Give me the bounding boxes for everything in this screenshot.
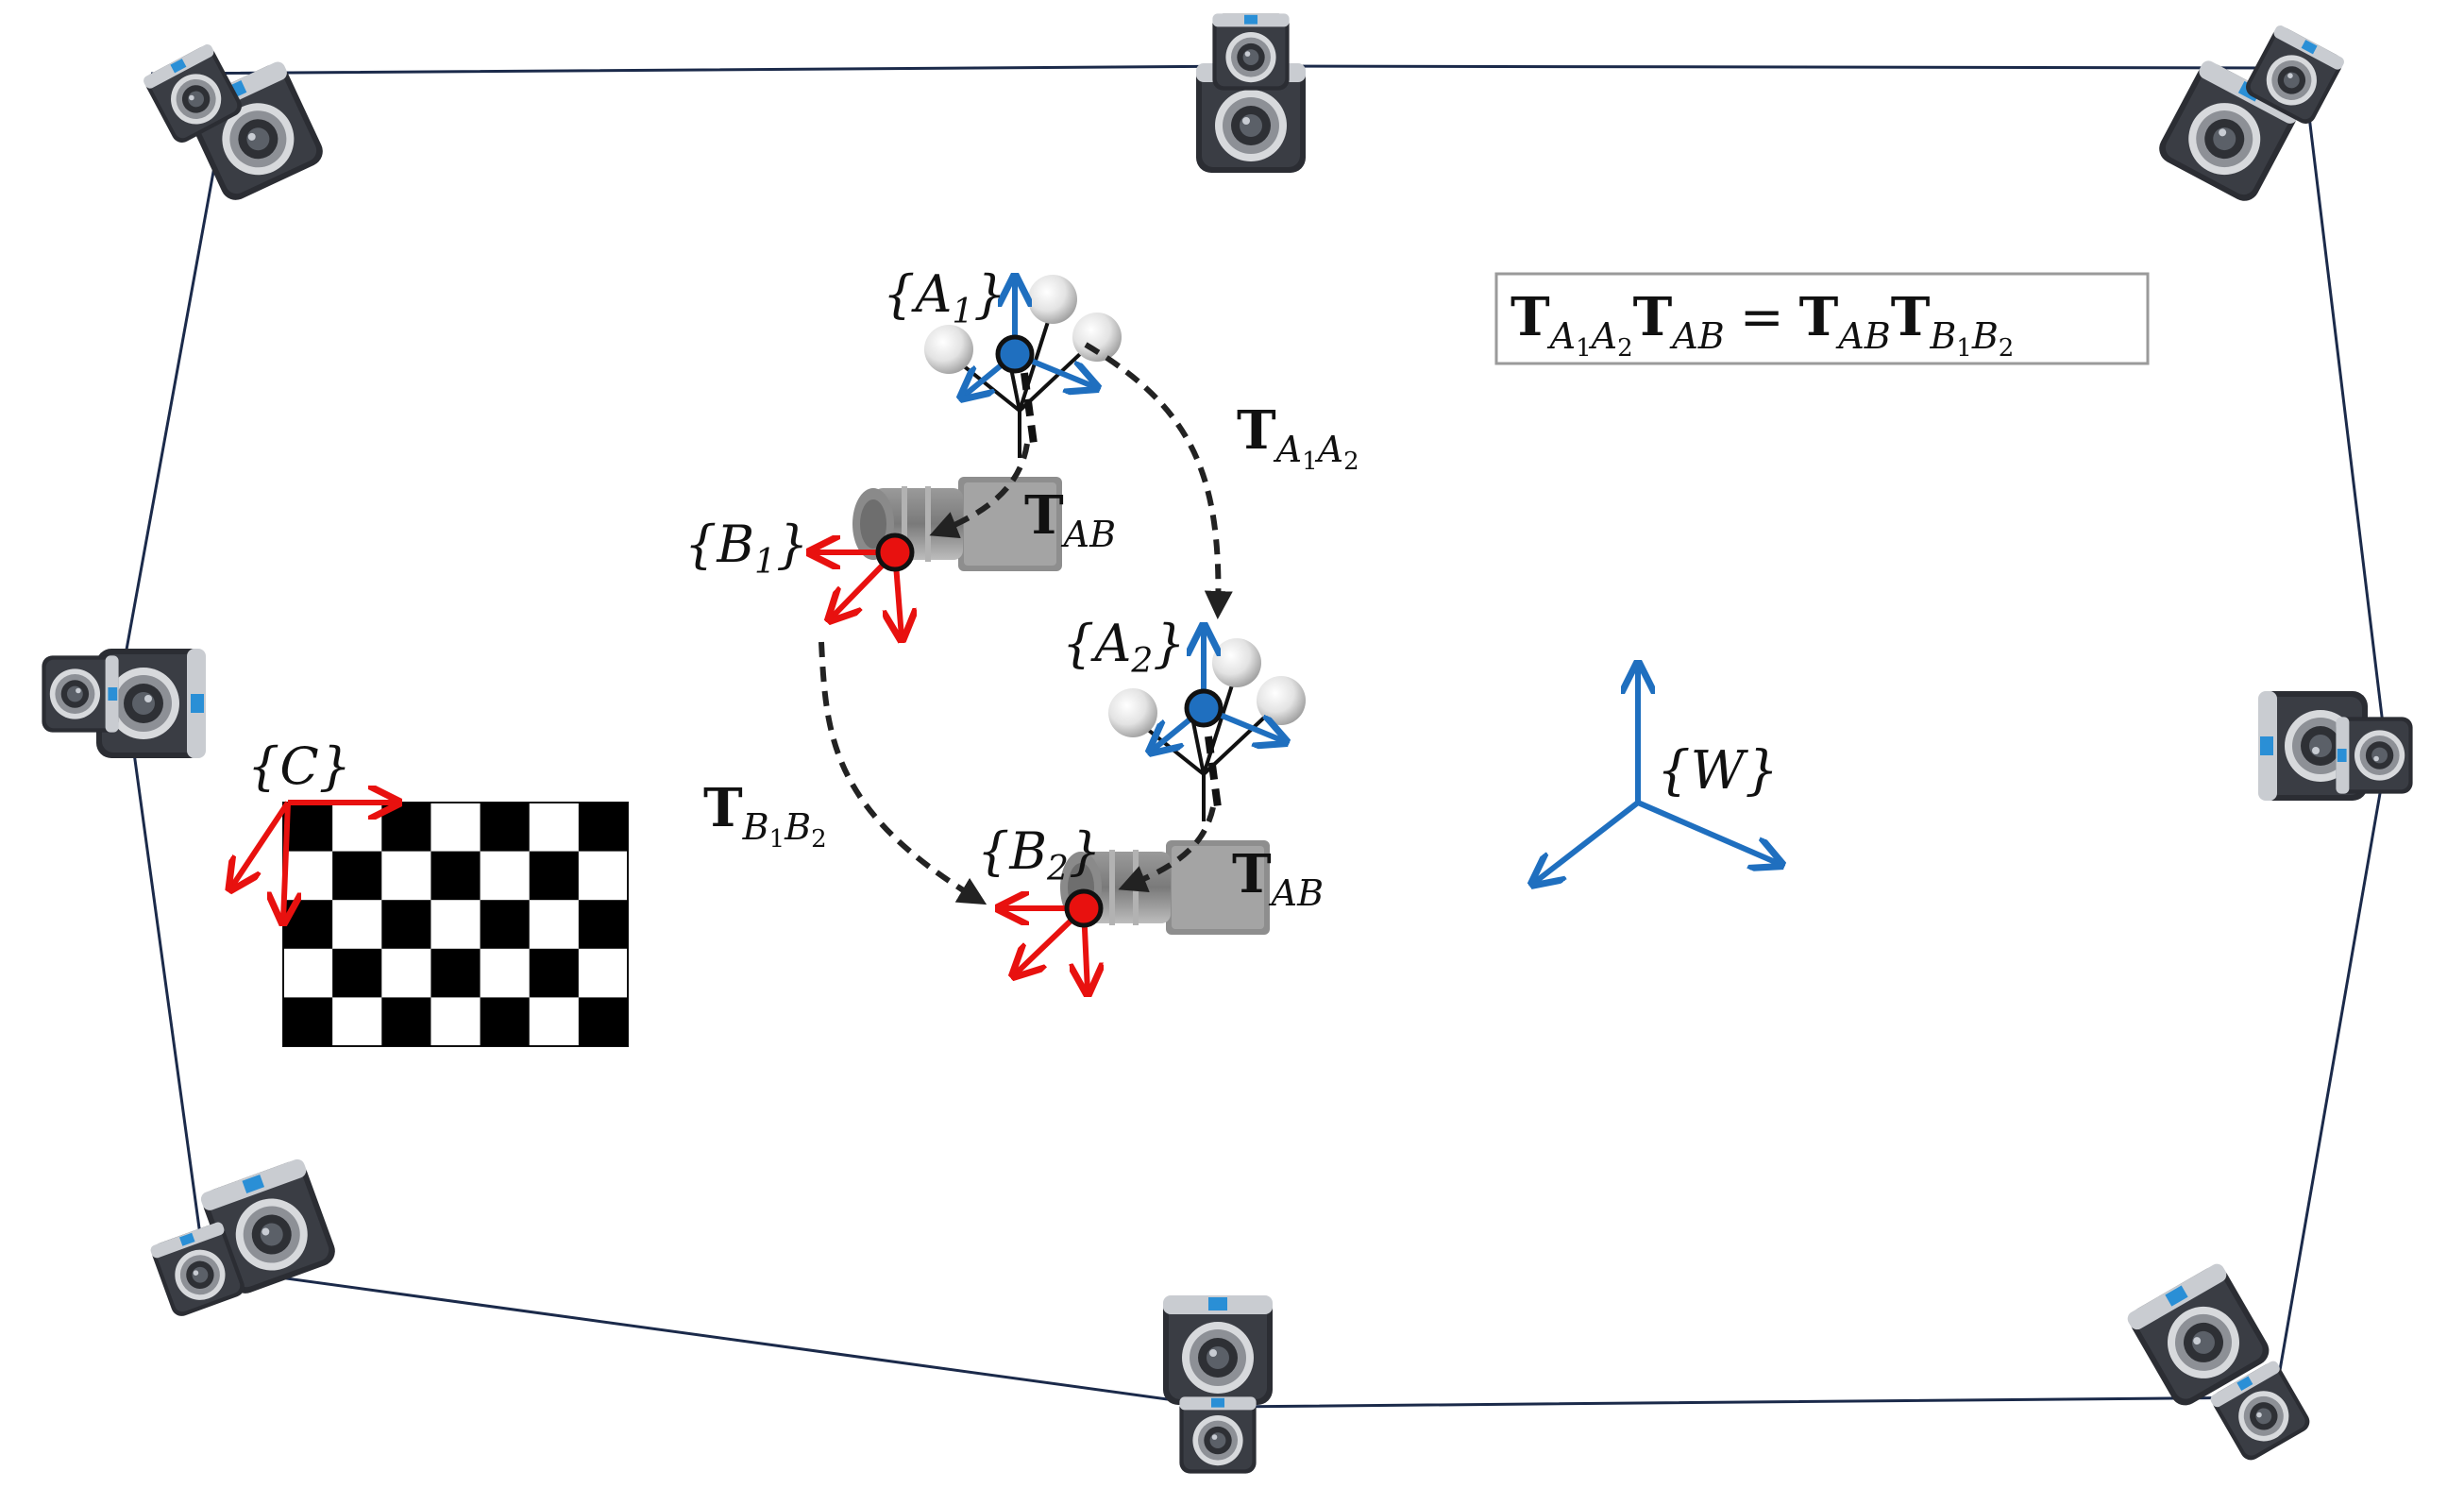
checkerboard-square (283, 900, 333, 949)
checkerboard-square (283, 997, 333, 1046)
checkerboard-square (578, 900, 628, 949)
frame-a1-origin (995, 334, 1035, 374)
equation-text: TA1A2TAB=TABTB1B2 (1510, 286, 2014, 363)
frame-b1-label: {B1} (684, 515, 808, 582)
mocap-camera-icon-right-b (2336, 717, 2413, 794)
checkerboard-square (578, 997, 628, 1046)
checkerboard-square (529, 851, 579, 901)
frame-a2-label: {A2} (1062, 614, 1186, 681)
mocap-camera-icon-top-center-b (1212, 13, 1290, 91)
checkerboard-square (283, 803, 333, 852)
checkerboard-square (332, 851, 382, 901)
mocap-camera-icon-bottom-center (1163, 1295, 1273, 1405)
marker-stem-dash-1 (1021, 372, 1038, 445)
mocap-camera-icon-left-b (42, 655, 119, 733)
checkerboard-square (529, 948, 579, 998)
t-b1b2-arrow (819, 641, 987, 905)
frame-c-label: {C} (247, 736, 351, 796)
checkerboard-square (578, 803, 628, 852)
t-a1a2-arrow (1084, 342, 1233, 619)
checkerboard-square (381, 900, 431, 949)
frame-c-axes (231, 803, 397, 921)
t-a1a2-label: TA1A2 (1237, 399, 1359, 476)
t-b1b2-label: TB1B2 (703, 777, 827, 854)
checkerboard-square (430, 948, 481, 998)
frame-b2-origin (1064, 888, 1104, 928)
frame-a1-label: {A1} (883, 264, 1006, 331)
mocap-camera-icon-bottom-center-b (1179, 1396, 1257, 1474)
frame-w-axes (1534, 666, 1780, 883)
frame-b1-origin (875, 533, 915, 572)
checkerboard-square (480, 803, 530, 852)
checkerboard-frame (282, 802, 629, 1047)
marker-stem-dash-2 (1205, 736, 1222, 808)
t-ab-label-2: TAB (1232, 843, 1324, 914)
checkerboard-square (381, 803, 431, 852)
t-ab-label-1: TAB (1024, 484, 1116, 555)
checkerboard-target (282, 802, 629, 1047)
frame-a2-origin (1184, 688, 1224, 728)
checkerboard-square (480, 997, 530, 1046)
checkerboard-square (381, 997, 431, 1046)
frame-b2-label: {B2} (977, 821, 1101, 888)
checkerboard-square (430, 851, 481, 901)
checkerboard-square (480, 900, 530, 949)
checkerboard-square (332, 948, 382, 998)
frame-w-label: {W} (1657, 740, 1779, 802)
equation-box (1494, 272, 2150, 365)
t-ab-arrow-2 (1118, 806, 1216, 893)
mocap-rig-outline (121, 64, 2388, 1409)
